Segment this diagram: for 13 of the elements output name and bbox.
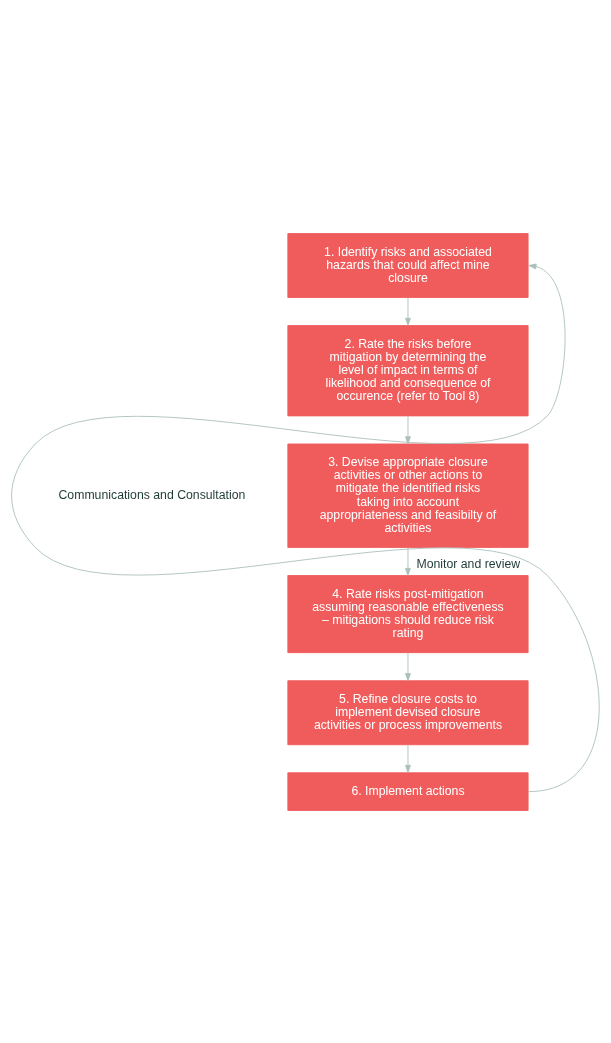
node-box: 4. Rate risks post-mitigation assuming reasonable effectiveness – mitigations should reduce risk rating	[287, 574, 529, 653]
arrow	[11, 263, 600, 792]
arrow	[405, 651, 411, 681]
arrow	[405, 743, 411, 773]
label: Communications and Consultation	[58, 487, 246, 502]
node-box: 1. Identify risks and associated hazards that could affect mine closure	[287, 232, 529, 298]
node-box: 3. Devise appropriate closure activities or other actions to mitigate the identified risks taking into account appropriateness and feasibilty of activities	[287, 443, 529, 548]
node-box: 5. Refine closure costs to implement devised closure activities or process improvements	[287, 679, 529, 745]
arrow	[405, 415, 411, 444]
node-box: 6. Implement actions	[287, 771, 529, 811]
arrow	[405, 296, 411, 326]
node-box: 2. Rate the risks before mitigation by determining the level of impact in terms of likelihood and consequence of occurence (refer to Tool 8)	[287, 324, 529, 416]
edge-label: Monitor and review	[416, 556, 521, 571]
